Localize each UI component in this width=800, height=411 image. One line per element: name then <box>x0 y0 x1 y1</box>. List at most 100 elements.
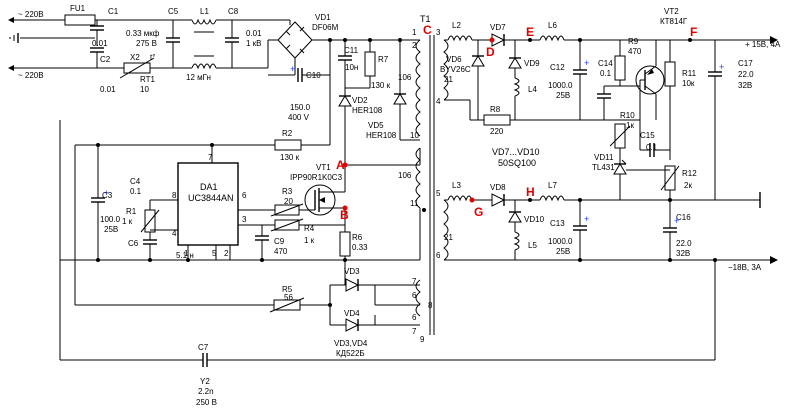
vd7-name: VD7 <box>490 23 506 32</box>
t1-pin6b: 6 <box>412 313 417 322</box>
vt2-value: КТ814Г <box>660 17 688 26</box>
c15-value: 0.1 <box>646 143 658 152</box>
da1-name: DA1 <box>200 182 218 192</box>
r4-value: 1 к <box>304 236 315 245</box>
c14-name: C14 <box>598 59 613 68</box>
bias-wiring <box>300 260 420 326</box>
test-point-h: H <box>526 185 535 199</box>
diode-vd5: VD5 HER108 <box>366 40 420 141</box>
vd6-name: VD6 <box>446 55 462 64</box>
capacitor-c11: C11 10н <box>338 40 359 88</box>
c3-value2: 25В <box>104 225 118 234</box>
c15-name: C15 <box>640 131 655 140</box>
capacitor-c12: + C12 1000.0 25В <box>548 40 589 120</box>
l1-value: 12 мГн <box>186 73 211 82</box>
c13-name: C13 <box>550 219 565 228</box>
c5-value: 0.33 мкф <box>126 29 160 38</box>
vd34-name: VD3,VD4 <box>334 339 368 348</box>
r6-value: 0.33 <box>352 243 368 252</box>
t1-turns-sec1: 21 <box>444 75 453 84</box>
c10-value2: 400 V <box>288 113 310 122</box>
capacitor-c14: C14 0.1 <box>597 59 640 120</box>
output-neg: −18В, 3А <box>728 263 762 272</box>
mains-input: ~ 220В ~ 220В <box>8 10 95 80</box>
test-point-e: E <box>526 25 534 39</box>
test-point-a: A <box>336 158 345 172</box>
da1-pin6: 6 <box>242 191 247 200</box>
r12-name: R12 <box>682 169 697 178</box>
resistor-r11: R11 10к <box>664 40 697 160</box>
t1-pin7: 7 <box>412 277 417 286</box>
capacitor-c1: C1 0.01 <box>90 7 119 48</box>
capacitor-c15: C15 0.1 <box>640 131 670 157</box>
resistor-r1: R1 1 к <box>122 207 160 240</box>
mains-bottom-label: ~ 220В <box>18 71 44 80</box>
resistor-r7: R7 130 к <box>345 40 391 90</box>
capacitor-c16: + C16 22.0 32В <box>663 200 692 260</box>
r2-value: 130 к <box>280 153 300 162</box>
t1-turns-aux: 106 <box>398 171 412 180</box>
vd34-value: КД522Б <box>336 349 365 358</box>
r3-value: 20 <box>284 197 293 206</box>
vcc-rail <box>74 143 275 305</box>
c3-name: C3 <box>102 191 113 200</box>
r7-name: R7 <box>378 55 389 64</box>
c16-value: 22.0 <box>676 239 692 248</box>
c14-value: 0.1 <box>600 69 612 78</box>
negative-rail: −18В, 3А <box>444 256 778 360</box>
c12-value2: 25В <box>556 91 570 100</box>
c2-value: 0.01 <box>100 85 116 94</box>
vd9-name: VD9 <box>524 59 540 68</box>
r9-name: R9 <box>628 37 639 46</box>
resistor-r3: R3 20 <box>270 187 315 217</box>
rt1-ref: X2 <box>130 53 140 62</box>
c10-polarity: + <box>290 64 295 74</box>
da1-pin5: 5 <box>212 249 217 258</box>
resistor-r4: R4 1 к <box>270 218 345 245</box>
r4-name: R4 <box>304 224 315 233</box>
c1-value: 0.01 <box>92 39 108 48</box>
c11-name: C11 <box>344 46 359 55</box>
capacitor-c2: C2 0.01 <box>90 38 116 94</box>
t1-pin5: 5 <box>436 189 441 198</box>
capacitor-c13: + C13 1000.0 25В <box>548 200 589 260</box>
vd1-value: DF06M <box>312 23 339 32</box>
resistor-r12: R12 2к <box>660 165 697 200</box>
resistor-r9: R9 470 <box>614 37 642 86</box>
c5-value2: 275 В <box>136 39 157 48</box>
c12-value: 1000.0 <box>548 81 573 90</box>
diode-vd6: VD6 BYV26C <box>440 40 485 120</box>
t1-pin11: 11 <box>410 199 419 208</box>
diode-vd2: VD2 HER108 <box>338 88 383 165</box>
transistor-vt2: VT2 КТ814Г <box>635 7 688 150</box>
r5-value: 56 <box>284 293 293 302</box>
resistor-r6: R6 0.33 <box>339 231 368 260</box>
c16-name: C16 <box>676 213 691 222</box>
test-point-b: B <box>340 208 349 222</box>
l5-name: L5 <box>528 241 537 250</box>
c7-ref: Y2 <box>200 377 210 386</box>
vt2-name: VT2 <box>664 7 679 16</box>
c13-value2: 25В <box>556 247 570 256</box>
rt1-value: 10 <box>140 85 149 94</box>
c3-polarity: + <box>104 188 109 198</box>
primary-ground <box>60 218 421 262</box>
resistor-r5: R5 56 <box>75 285 305 313</box>
vd8-name: VD8 <box>490 183 506 192</box>
t1-pin4: 4 <box>436 97 441 106</box>
c7-name: C7 <box>198 343 209 352</box>
r1-value: 1 к <box>122 217 133 226</box>
c2-name: C2 <box>100 55 111 64</box>
vd11-value: TL431 <box>592 163 615 172</box>
c4-name: C4 <box>130 177 141 186</box>
capacitor-c6: C6 5.1 н <box>128 239 194 260</box>
test-point-c: C <box>423 23 432 37</box>
regulator-vd11: VD11 TL431 <box>592 148 670 200</box>
t1-pin3: 3 <box>436 28 441 37</box>
test-point-d: D <box>486 45 495 59</box>
vd11-name: VD11 <box>594 153 614 162</box>
vd10-name: VD10 <box>524 215 545 224</box>
resistor-r10: R10 1к <box>609 111 641 149</box>
r8-value: 220 <box>490 127 504 136</box>
